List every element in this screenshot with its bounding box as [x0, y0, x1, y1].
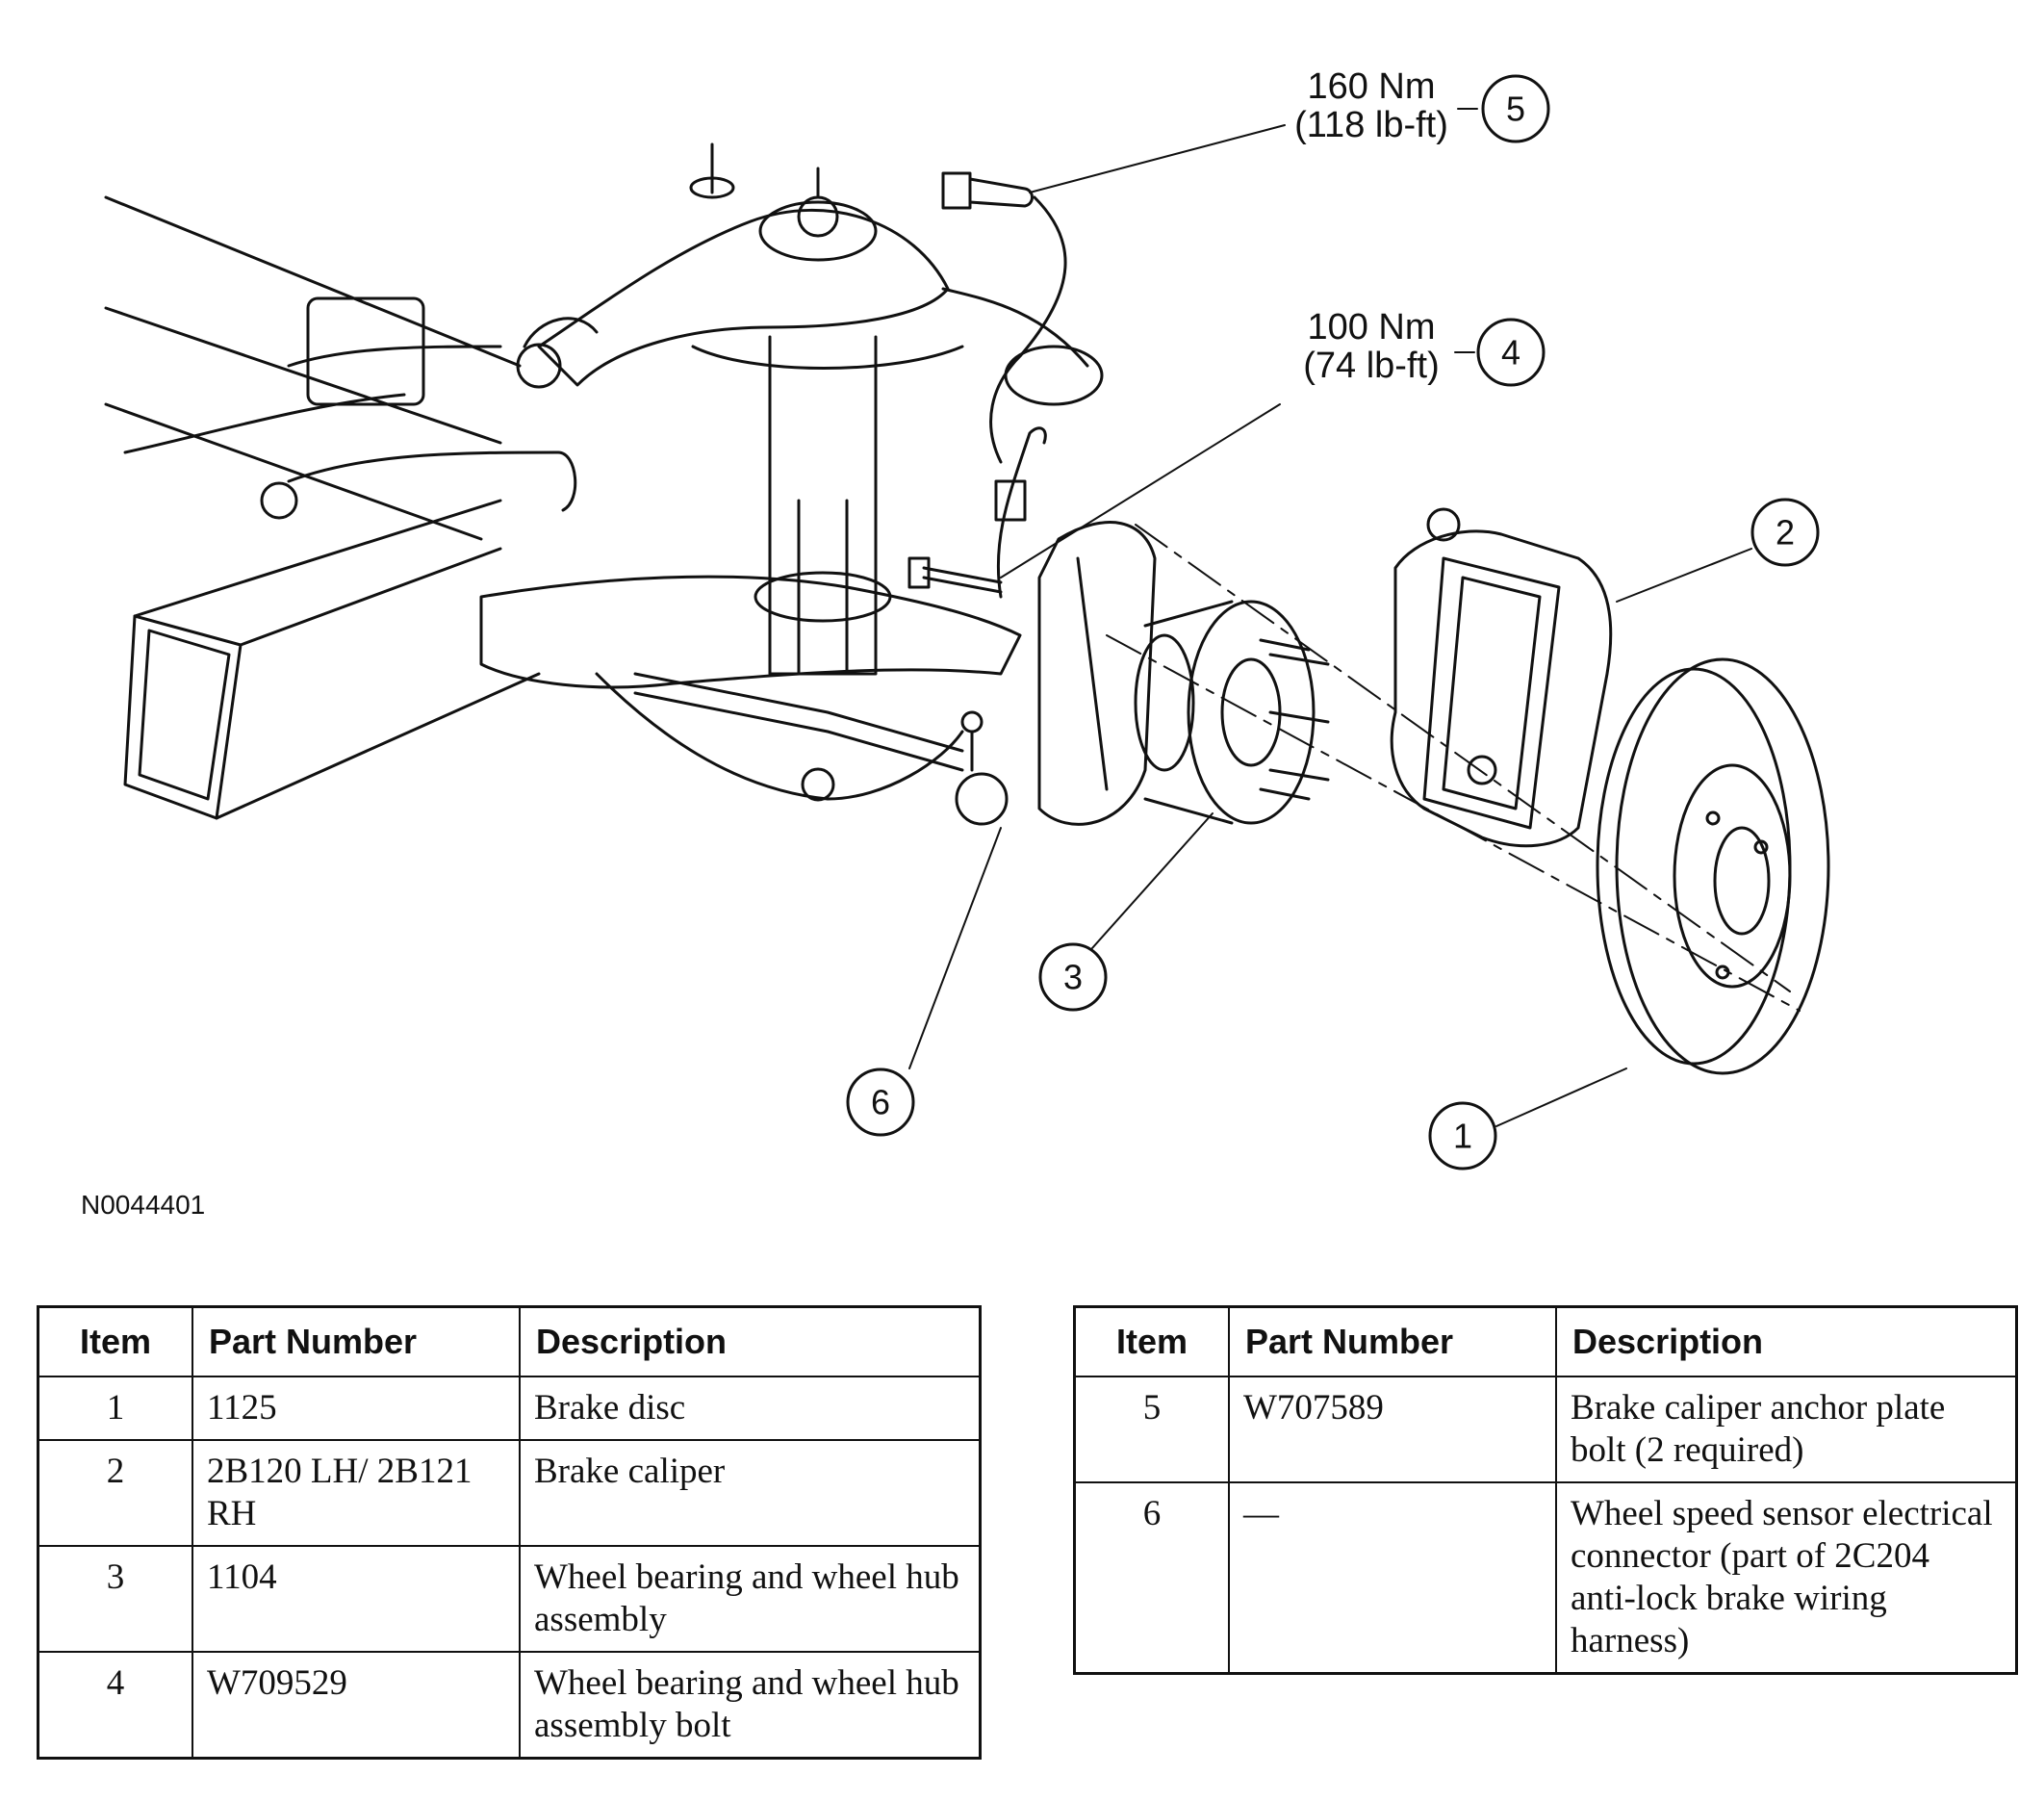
- callout-number-6: 6: [871, 1083, 890, 1122]
- row-part-number: 1125: [192, 1376, 521, 1441]
- row-description: Wheel bearing and wheel hub assembly bol…: [519, 1651, 982, 1760]
- callout-number-4: 4: [1501, 333, 1520, 373]
- assembly-axis-line-2: [1106, 634, 1801, 1012]
- header-part-number: Part Number: [192, 1305, 521, 1377]
- upper-control-arm-drawing: [516, 142, 1104, 406]
- header-item: Item: [37, 1305, 193, 1377]
- row-item: 3: [37, 1545, 193, 1653]
- frame-rail-drawing: [104, 195, 541, 820]
- steering-gear-drawing: [260, 296, 964, 772]
- row-description: Brake caliper: [519, 1439, 982, 1547]
- torque-nm-5: 160 Nm: [1307, 66, 1435, 107]
- table-header-row: Item Part Number Description: [1073, 1305, 2018, 1377]
- row-item: 2: [37, 1439, 193, 1547]
- suspension-exploded-diagram: 5 4 2 3 6 1 160 Nm (118 lb-ft) 100 Nm (7…: [104, 66, 1830, 1171]
- row-description: Wheel bearing and wheel hub assembly: [519, 1545, 982, 1653]
- header-description: Description: [519, 1305, 982, 1377]
- leader-line-1: [1495, 1068, 1627, 1127]
- callout-circle-4: [1476, 318, 1546, 387]
- callout-number-2: 2: [1776, 513, 1795, 553]
- parts-table-right: Item Part Number Description 5 W707589 B…: [1073, 1305, 2018, 1675]
- leader-line-5: [1029, 124, 1286, 193]
- torque-nm-4: 100 Nm: [1307, 307, 1435, 347]
- hub-bolt-drawing: [907, 556, 1003, 594]
- row-part-number: W707589: [1228, 1376, 1557, 1483]
- callout-circle-5: [1481, 74, 1550, 143]
- brake-caliper-drawing: [1390, 507, 1613, 848]
- header-part-number: Part Number: [1228, 1305, 1557, 1377]
- parts-table-left: Item Part Number Description 1 1125 Brak…: [37, 1305, 982, 1760]
- row-part-number: —: [1228, 1481, 1557, 1675]
- callout-circle-6: [846, 1068, 915, 1137]
- torque-lbft-4: (74 lb-ft): [1303, 346, 1439, 386]
- row-part-number: 2B120 LH/ 2B121 RH: [192, 1439, 521, 1547]
- row-description: Wheel speed sensor electrical connector …: [1555, 1481, 2018, 1675]
- leader-line-2: [1616, 548, 1752, 603]
- figure-id: N0044401: [81, 1190, 206, 1220]
- callout-circle-2: [1750, 498, 1820, 567]
- callout-number-1: 1: [1453, 1117, 1472, 1156]
- row-part-number: W709529: [192, 1651, 521, 1760]
- callout-circle-1: [1428, 1101, 1497, 1171]
- assembly-axis-line: [1135, 524, 1791, 992]
- hub-assembly-drawing: [1134, 600, 1330, 825]
- leader-line-3: [1091, 812, 1214, 949]
- row-item: 6: [1073, 1481, 1230, 1675]
- table-row: 6 — Wheel speed sensor electrical connec…: [1073, 1481, 2018, 1675]
- knuckle-drawing: [955, 426, 1157, 826]
- table-row: 3 1104 Wheel bearing and wheel hub assem…: [37, 1545, 982, 1653]
- table-row: 1 1125 Brake disc: [37, 1376, 982, 1441]
- lower-control-arm-drawing: [479, 575, 1022, 802]
- row-item: 5: [1073, 1376, 1230, 1483]
- callout-number-5: 5: [1506, 90, 1525, 129]
- leader-line-4: [1000, 403, 1281, 579]
- leader-line-6: [908, 827, 1002, 1069]
- row-part-number: 1104: [192, 1545, 521, 1653]
- table-header-row: Item Part Number Description: [37, 1305, 982, 1377]
- table-row: 2 2B120 LH/ 2B121 RH Brake caliper: [37, 1439, 982, 1547]
- row-item: 4: [37, 1651, 193, 1760]
- header-item: Item: [1073, 1305, 1230, 1377]
- table-row: 4 W709529 Wheel bearing and wheel hub as…: [37, 1651, 982, 1760]
- brake-disc-drawing: [1596, 657, 1830, 1075]
- row-description: Brake disc: [519, 1376, 982, 1441]
- strut-drawing: [691, 335, 964, 676]
- row-item: 1: [37, 1376, 193, 1441]
- torque-lbft-5: (118 lb-ft): [1294, 105, 1448, 145]
- anchor-bolt-drawing: [941, 171, 1067, 464]
- callout-number-3: 3: [1063, 958, 1083, 997]
- row-description: Brake caliper anchor plate bolt (2 requi…: [1555, 1376, 2018, 1483]
- header-description: Description: [1555, 1305, 2018, 1377]
- callout-circle-3: [1038, 942, 1108, 1012]
- table-row: 5 W707589 Brake caliper anchor plate bol…: [1073, 1376, 2018, 1483]
